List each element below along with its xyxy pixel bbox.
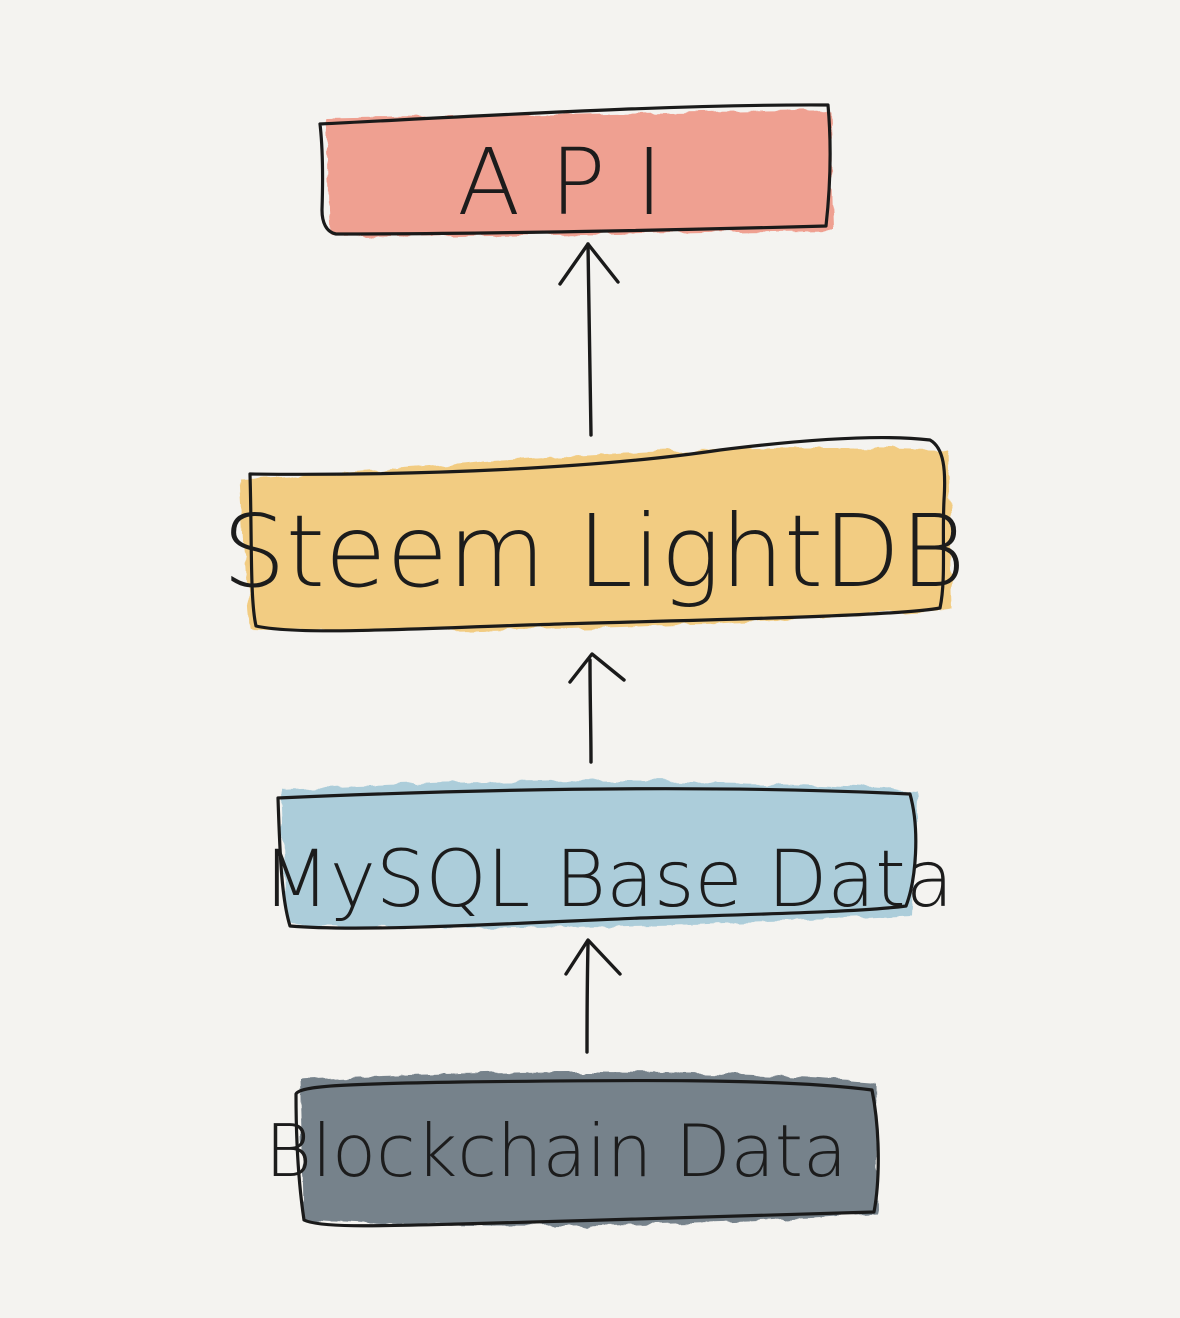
blockchain-fill <box>300 1072 878 1226</box>
arrow-head <box>564 938 622 976</box>
blockchain-data-node: Blockchain Data <box>265 1072 880 1228</box>
steem-outline <box>248 436 947 633</box>
api-label: API <box>457 129 693 236</box>
mysql-outline <box>276 787 918 930</box>
steem-lightdb-node: Steem LightDB <box>222 436 966 633</box>
arrow-mysql-to-steem <box>568 652 626 764</box>
arrow-head <box>568 652 626 684</box>
blockchain-label: Blockchain Data <box>265 1109 847 1193</box>
arrow-shaft <box>586 242 593 437</box>
arrow-blockchain-to-mysql <box>564 938 622 1054</box>
steem-fill <box>240 447 952 631</box>
mysql-fill <box>282 780 918 928</box>
arrow-shaft <box>585 942 590 1054</box>
api-outline <box>318 103 832 236</box>
mysql-base-data-node: MySQL Base Data <box>262 780 954 930</box>
arrow-steem-to-api <box>558 242 620 437</box>
mysql-label: MySQL Base Data <box>262 835 953 925</box>
steem-label: Steem LightDB <box>222 493 966 610</box>
api-node: API <box>318 103 834 238</box>
arrow-shaft <box>588 658 593 764</box>
blockchain-outline <box>294 1078 880 1228</box>
api-fill <box>326 110 834 238</box>
arrow-head <box>558 242 620 286</box>
